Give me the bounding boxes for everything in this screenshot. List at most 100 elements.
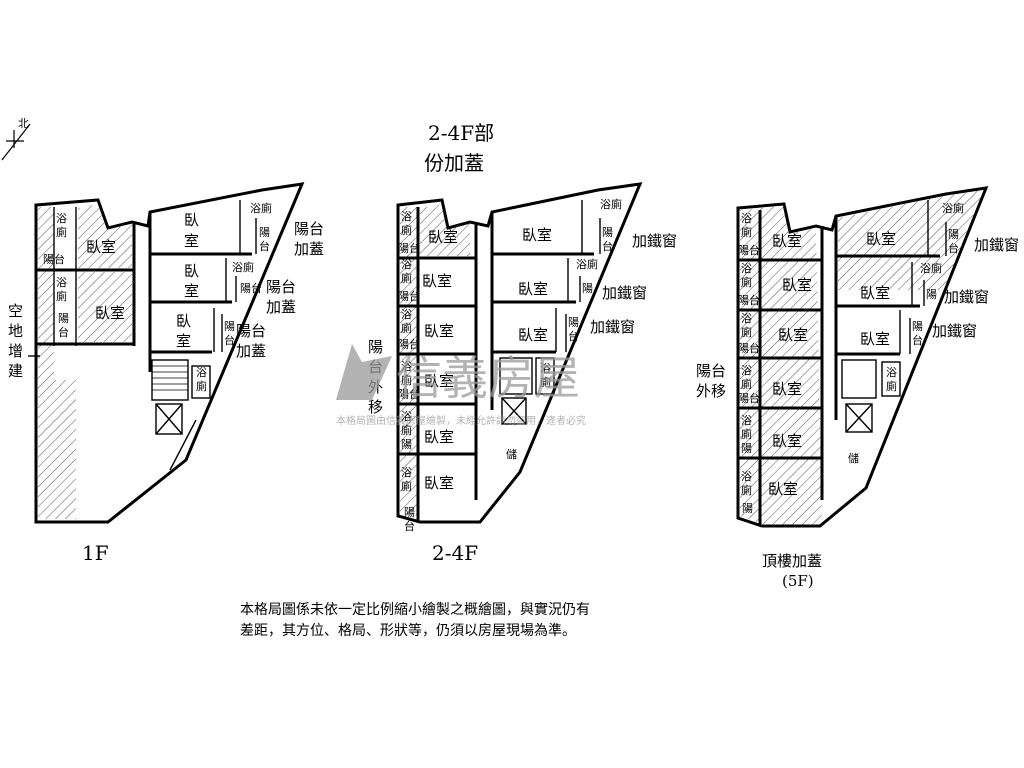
bedroom-label: 臥室	[428, 228, 458, 246]
balcony-label: 陽	[404, 506, 415, 519]
bedroom-label: 臥室	[86, 238, 116, 256]
balcony-label: 台	[224, 333, 235, 347]
balcony-label: 陽台	[398, 387, 420, 401]
bedroom-label: 臥	[176, 312, 191, 330]
annotation-label: 加鐵窗	[602, 284, 647, 302]
plan-5f: 臥室 臥室 臥室 臥室 臥室 臥室 臥室 臥室 臥室 浴 廁 陽台 浴 廁 陽台…	[696, 186, 1019, 590]
watermark-copyright: 本格局圖由信義房屋繪製，未經允許請勿盜用，違者必究	[336, 414, 586, 427]
balcony-label: 陽台	[398, 337, 420, 351]
annotation-label: 陽台	[294, 220, 324, 238]
plan-heading: 份加蓋	[424, 151, 484, 175]
bath-label: 浴廁	[942, 201, 964, 215]
bath-label: 浴	[741, 212, 752, 225]
bath-label: 廁	[401, 321, 412, 335]
plan-heading: 2-4F部	[428, 121, 494, 145]
bath-label: 浴	[401, 466, 412, 479]
balcony-label: 陽	[401, 438, 412, 451]
side-label: 陽	[368, 338, 383, 356]
annotation-label: 陽台	[266, 278, 296, 296]
bedroom-label: 臥室	[424, 322, 454, 340]
balcony-label: 陽	[926, 288, 937, 301]
bath-label: 廁	[56, 225, 67, 239]
balcony-label: 陽	[259, 226, 270, 239]
balcony-label: 陽台	[398, 241, 420, 255]
bath-label: 廁	[196, 379, 207, 393]
bath-label: 廁	[56, 289, 67, 303]
balcony-label: 陽	[582, 282, 593, 295]
side-label: 陽台	[696, 362, 726, 380]
bath-label: 浴	[401, 210, 412, 223]
balcony-label: 陽台	[43, 252, 65, 266]
balcony-label: 陽	[602, 226, 613, 239]
annotation-label: 陽台	[236, 322, 266, 340]
north-arrow-icon: 北	[1, 117, 31, 161]
bath-label: 廁	[741, 427, 752, 441]
bath-label: 廁	[401, 423, 412, 437]
bedroom-label: 臥室	[866, 230, 896, 248]
bedroom-label: 臥室	[518, 326, 548, 344]
bath-label: 浴	[401, 258, 412, 271]
bath-label: 浴	[401, 410, 412, 423]
balcony-label: 台	[602, 239, 613, 253]
bath-label: 浴	[401, 308, 412, 321]
balcony-label: 台	[568, 329, 579, 343]
watermark-brand: 信義房屋	[396, 351, 580, 405]
bath-label: 浴	[886, 366, 897, 379]
annotation-label: 加鐵窗	[932, 322, 977, 340]
bedroom-label: 臥室	[95, 304, 125, 322]
side-label: 空	[8, 302, 23, 320]
balcony-label: 台	[912, 333, 923, 347]
bath-label: 廁	[540, 375, 551, 389]
bedroom-label: 臥室	[860, 284, 890, 302]
bath-label: 浴廁	[232, 260, 254, 274]
bath-label: 廁	[741, 483, 752, 497]
annotation-label: 加蓋	[266, 298, 296, 316]
bath-label: 浴	[401, 360, 412, 373]
balcony-label: 陽台	[738, 341, 760, 355]
balcony-label: 陽	[742, 502, 753, 515]
bedroom-label: 臥室	[424, 474, 454, 492]
bath-label: 廁	[401, 373, 412, 387]
side-label: 增	[8, 342, 23, 360]
bath-label: 浴	[56, 276, 67, 289]
bath-label: 浴	[196, 366, 207, 379]
storage-label: 儲	[848, 452, 859, 465]
bedroom-label: 臥室	[778, 326, 808, 344]
annotation-label: 加鐵窗	[632, 232, 677, 250]
plan-2-4f: 2-4F部 份加蓋	[368, 121, 677, 565]
bath-label: 廁	[741, 325, 752, 339]
bedroom-label: 臥室	[518, 280, 548, 298]
bedroom-label: 室	[176, 332, 191, 350]
bedroom-label: 臥室	[422, 272, 452, 290]
balcony-label: 陽	[948, 228, 959, 241]
balcony-label: 陽台	[738, 293, 760, 307]
balcony-label: 陽	[741, 442, 752, 455]
bath-label: 浴廁	[920, 261, 942, 275]
annotation-label: 加蓋	[236, 342, 266, 360]
bedroom-label: 臥室	[768, 480, 798, 498]
bath-label: 浴	[56, 212, 67, 225]
bath-label: 廁	[401, 479, 412, 493]
annotation-label: 加鐵窗	[974, 236, 1019, 254]
balcony-label: 陽台	[240, 281, 262, 295]
bedroom-label: 臥室	[772, 232, 802, 250]
plan-1f: 浴 廁 陽台 臥室 浴 廁 陽 台 臥室 臥 室 臥 室 臥 室 浴廁 浴廁 陽…	[8, 182, 324, 565]
balcony-label: 台	[948, 241, 959, 255]
balcony-label: 台	[404, 519, 415, 533]
bath-label: 浴廁	[250, 201, 272, 215]
annotation-label: 加蓋	[294, 240, 324, 258]
bedroom-label: 臥室	[772, 432, 802, 450]
plan-title: (5F)	[782, 572, 814, 590]
watermark: 信義房屋 本格局圖由信義房屋繪製，未經允許請勿盜用，違者必究	[336, 344, 586, 427]
bath-label: 浴廁	[576, 257, 598, 271]
bath-label: 浴	[741, 414, 752, 427]
balcony-label: 台	[259, 239, 270, 253]
bedroom-label: 臥	[184, 211, 199, 229]
bath-label: 廁	[741, 225, 752, 239]
side-label: 移	[368, 398, 383, 416]
bedroom-label: 臥室	[782, 276, 812, 294]
annotation-label: 加鐵窗	[590, 318, 635, 336]
logo-icon	[336, 344, 392, 400]
side-label: 建	[8, 362, 23, 380]
